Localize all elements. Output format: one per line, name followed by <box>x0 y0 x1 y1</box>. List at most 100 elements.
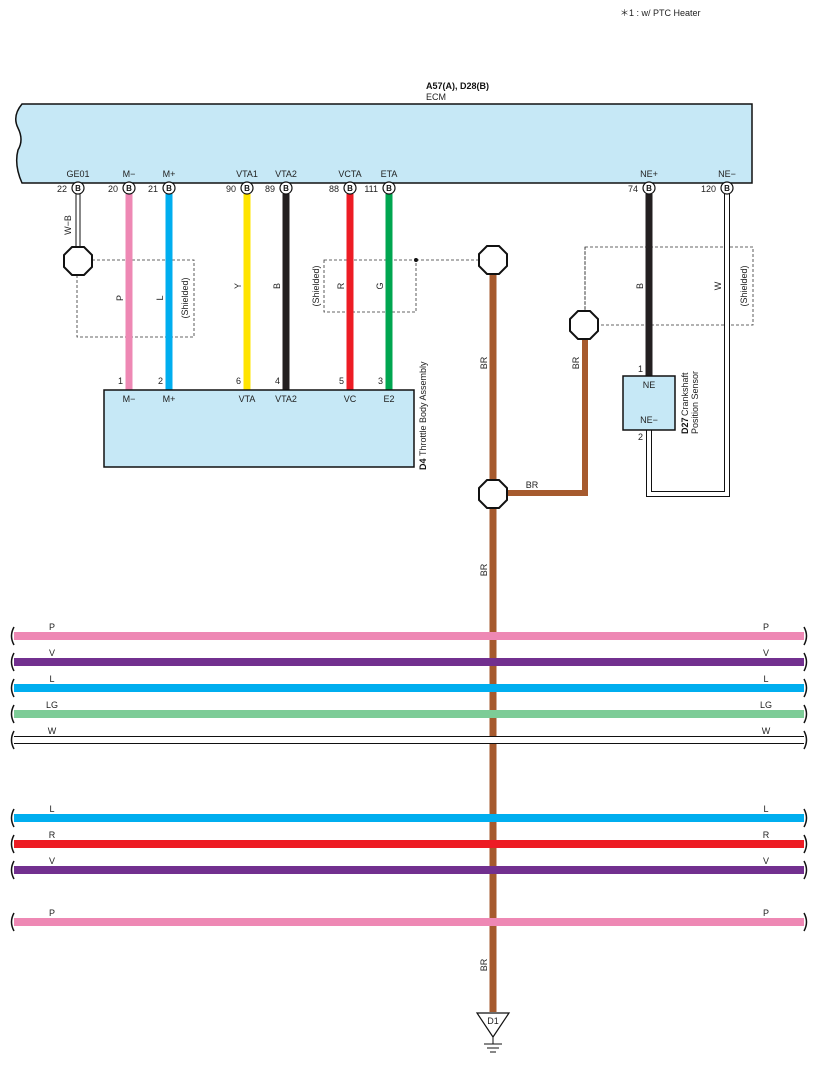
throttle-pin-labels: M− M+ VTA VTA2 VC E2 <box>123 394 395 404</box>
ecm-pin-num-88: 88 <box>329 184 339 194</box>
crank-sensor-title: D27 Crankshaft Position Sensor <box>680 371 700 434</box>
ecm-pin-labels: GE01 M− M+ VTA1 VTA2 VCTA ETA NE+ NE− <box>66 169 735 179</box>
throttle-pin-num-6: 6 <box>236 376 241 386</box>
crank-pin-num-2: 2 <box>638 432 643 442</box>
crank-pin-label-ne: NE <box>643 380 656 390</box>
ecm-pin-label-m-plus: M+ <box>163 169 176 179</box>
ecm-connector-label: A57(A), D28(B) <box>426 81 489 91</box>
shield-box-motor <box>76 259 195 338</box>
bus-wire-code-right: W <box>762 726 771 736</box>
throttle-pin-num-2: 2 <box>158 376 163 386</box>
ecm-pin-num-20: 20 <box>108 184 118 194</box>
ecm-pin-num-90: 90 <box>226 184 236 194</box>
svg-text:B: B <box>646 184 652 193</box>
throttle-pin-label-m-minus: M− <box>123 394 136 404</box>
bus-wire-code-right: L <box>763 804 768 814</box>
throttle-pin-num-1: 1 <box>118 376 123 386</box>
bus-wire-code-left: L <box>49 804 54 814</box>
bus-break-mark <box>10 704 15 724</box>
bus-wire-code-left: LG <box>46 700 58 710</box>
throttle-body-title: D4 Throttle Body Assembly <box>418 361 428 470</box>
bus-wire-code-right: V <box>763 856 769 866</box>
shield-drain-dot <box>414 258 418 262</box>
wire-code-ge01: W−B <box>63 215 73 235</box>
throttle-pin-num-5: 5 <box>339 376 344 386</box>
throttle-pin-label-m-plus: M+ <box>163 394 176 404</box>
ecm-pin-num-120: 120 <box>701 184 716 194</box>
wire-code-br-crank: BR <box>571 356 581 369</box>
bus-break-mark <box>10 834 15 854</box>
bus-break-mark <box>803 704 808 724</box>
wire-code-eta: G <box>375 282 385 289</box>
bus-break-mark <box>803 834 808 854</box>
ecm-pin-label-eta: ETA <box>381 169 398 179</box>
bus-wire-code-right: P <box>763 622 769 632</box>
ecm-name-label: ECM <box>426 92 446 102</box>
bus-wire-code-right: P <box>763 908 769 918</box>
bus-break-mark <box>803 652 808 672</box>
bus-wire-code-left: R <box>49 830 56 840</box>
ecm-pin-num-111: 111 <box>364 184 378 194</box>
svg-text:B: B <box>386 184 392 193</box>
shielded-label-vc: (Shielded) <box>311 265 321 306</box>
wire-code-m-minus: P <box>115 295 125 301</box>
bus-break-mark <box>803 860 808 880</box>
shielded-labels: (Shielded) (Shielded) (Shielded) <box>180 265 749 318</box>
pin-circle-89: B <box>279 181 293 195</box>
bus-wire-code-right: V <box>763 648 769 658</box>
junction-crank-shield <box>569 310 599 340</box>
wire-code-vcta: R <box>336 282 346 289</box>
junction-shield-drain <box>478 245 508 275</box>
bus-break-mark <box>803 678 808 698</box>
crank-name-line1: Crankshaft <box>680 372 690 416</box>
ecm-pin-num-74: 74 <box>628 184 638 194</box>
ground-label: D1 <box>487 1016 499 1026</box>
throttle-pin-numbers: 1 2 6 4 5 3 <box>118 376 383 386</box>
bus-break-mark <box>803 626 808 646</box>
svg-text:B: B <box>244 184 250 193</box>
ecm-pin-num-89: 89 <box>265 184 275 194</box>
ecm-box <box>15 103 753 184</box>
ecm-pin-num-22: 22 <box>57 184 67 194</box>
ecm-pin-label-ne-minus: NE− <box>718 169 736 179</box>
ecm-pin-numbers: 22 20 21 90 89 88 111 74 120 <box>57 184 716 194</box>
bus-break-mark <box>10 808 15 828</box>
wire-br-crank-shield <box>507 338 588 496</box>
bus-wire: LG LG <box>10 700 808 724</box>
bus-wire-code-left: P <box>49 908 55 918</box>
wire-code-br-upper: BR <box>479 356 489 369</box>
wire-code-vta2: B <box>272 283 282 289</box>
crank-sensor-box <box>622 375 676 431</box>
ecm-pin-circles: B B B B B B B B B <box>71 181 734 195</box>
throttle-pin-label-e2: E2 <box>383 394 394 404</box>
crank-pin-num-1: 1 <box>638 364 643 374</box>
bus-wire-code-right: LG <box>760 700 772 710</box>
svg-text:B: B <box>126 184 132 193</box>
bus-break-mark <box>803 808 808 828</box>
bus-wire-code-left: L <box>49 674 54 684</box>
bus-wire-code-left: V <box>49 856 55 866</box>
bus-break-mark <box>803 730 808 750</box>
throttle-pin-label-vc: VC <box>344 394 357 404</box>
pin-circle-120: B <box>720 181 734 195</box>
ecm-pin-num-21: 21 <box>148 184 158 194</box>
wire-code-ne-plus: B <box>635 283 645 289</box>
bus-break-mark <box>10 912 15 932</box>
bus-break-mark <box>10 678 15 698</box>
wire-code-br-lower: BR <box>479 958 489 971</box>
ecm-pin-label-vta2: VTA2 <box>275 169 297 179</box>
throttle-pin-label-vta: VTA <box>239 394 256 404</box>
bus-break-mark <box>10 860 15 880</box>
crank-pin-label-ne-minus: NE− <box>640 415 658 425</box>
wires <box>75 194 730 1012</box>
svg-text:B: B <box>166 184 172 193</box>
